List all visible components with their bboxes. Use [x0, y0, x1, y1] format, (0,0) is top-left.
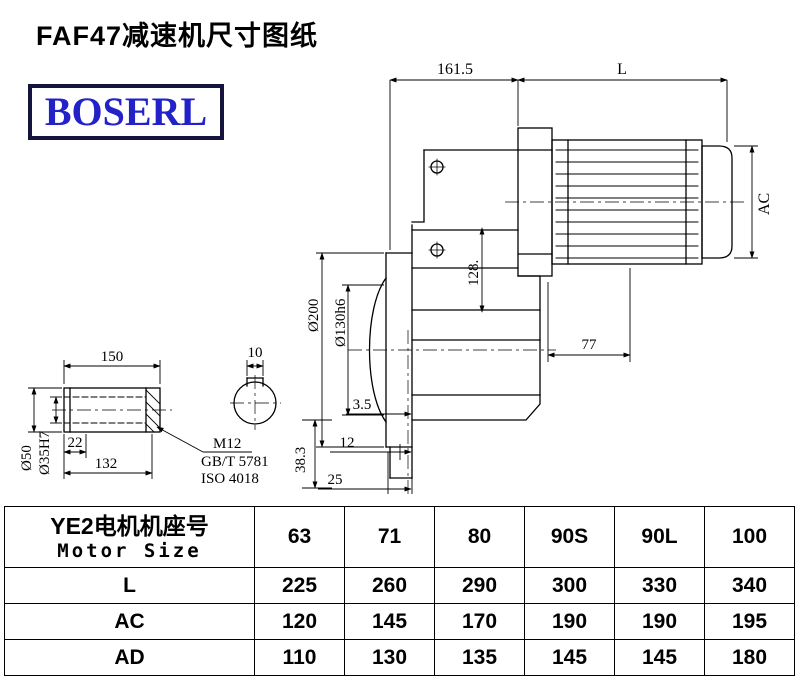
motor-size-header-cell: YE2电机机座号 Motor Size	[4, 506, 255, 568]
dim-label-flange-dia: Ø200	[306, 299, 322, 332]
dim-label-10: 10	[248, 345, 263, 361]
dim-label-screw: M12	[213, 436, 241, 452]
dim-label-motor-length: L	[617, 61, 627, 78]
dim-label-22: 22	[68, 435, 83, 451]
cell-ac-71: 145	[344, 603, 435, 640]
dim-label-38-3: 38.3	[293, 447, 309, 473]
dim-label-3-5: 3.5	[353, 397, 372, 413]
cell-ac-80: 170	[434, 603, 525, 640]
dim-label-screw-std-gb: GB/T 5781	[201, 454, 269, 470]
cell-l-71: 260	[344, 567, 435, 604]
table-header-row: YE2电机机座号 Motor Size 63 71 80 90S 90L 100	[4, 506, 795, 568]
motor-fins	[555, 149, 699, 259]
motor-size-table: YE2电机机座号 Motor Size 63 71 80 90S 90L 100…	[4, 506, 795, 676]
col-header-90s: 90S	[524, 506, 615, 568]
row-label-l: L	[4, 567, 255, 604]
dim-label-77: 77	[582, 337, 598, 353]
cell-ad-90s: 145	[524, 639, 615, 676]
hollow-shaft-detail	[63, 387, 161, 433]
cell-ad-100: 180	[704, 639, 795, 676]
motor-size-header-cn: YE2电机机座号	[50, 512, 209, 539]
table-row-l: L 225 260 290 300 330 340	[4, 567, 795, 604]
col-header-63: 63	[254, 506, 345, 568]
dim-label-12: 12	[340, 435, 355, 451]
dim-label-bore-dia: Ø35H7	[37, 430, 53, 475]
col-header-71: 71	[344, 506, 435, 568]
dim-label-shaft-od: Ø50	[19, 445, 35, 471]
row-label-ad: AD	[4, 639, 255, 676]
cell-l-80: 290	[434, 567, 525, 604]
cell-l-90l: 330	[614, 567, 705, 604]
cell-ad-80: 135	[434, 639, 525, 676]
cell-ac-100: 195	[704, 603, 795, 640]
dim-label-161-5: 161.5	[437, 61, 473, 78]
dimension-lines	[28, 77, 758, 494]
cell-ad-71: 130	[344, 639, 435, 676]
cell-ad-90l: 145	[614, 639, 705, 676]
fan-cowl	[701, 145, 733, 259]
dim-label-128: 128.	[466, 260, 482, 286]
col-header-100: 100	[704, 506, 795, 568]
dim-label-screw-std-iso: ISO 4018	[201, 471, 259, 487]
boserl-logo: BOSERL	[28, 84, 224, 140]
dim-label-ac: AC	[756, 193, 773, 215]
row-label-ac: AC	[4, 603, 255, 640]
col-header-90l: 90L	[614, 506, 705, 568]
table-row-ad: AD 110 130 135 145 145 180	[4, 639, 795, 676]
boserl-logo-text: BOSERL	[44, 89, 208, 134]
dimension-labels: 161.5 L AC Ø200 Ø130h6 128. 77 3.5 12 25…	[19, 61, 773, 488]
output-flange-outline	[368, 252, 413, 479]
table-row-ac: AC 120 145 170 190 190 195	[4, 603, 795, 640]
col-header-80: 80	[434, 506, 525, 568]
part-outlines	[63, 127, 733, 479]
gearbox-outline	[411, 149, 541, 479]
cell-ad-63: 110	[254, 639, 345, 676]
dim-label-132: 132	[95, 456, 118, 472]
cell-l-90s: 300	[524, 567, 615, 604]
page-title: FAF47减速机尺寸图纸	[36, 21, 319, 51]
cell-l-63: 225	[254, 567, 345, 604]
cell-ac-63: 120	[254, 603, 345, 640]
dim-label-25: 25	[328, 472, 343, 488]
motor-size-header-en: Motor Size	[57, 540, 202, 563]
cell-l-100: 340	[704, 567, 795, 604]
cell-ac-90s: 190	[524, 603, 615, 640]
cell-ac-90l: 190	[614, 603, 705, 640]
dim-label-150: 150	[101, 349, 124, 365]
dim-label-spigot-dia: Ø130h6	[333, 298, 349, 347]
